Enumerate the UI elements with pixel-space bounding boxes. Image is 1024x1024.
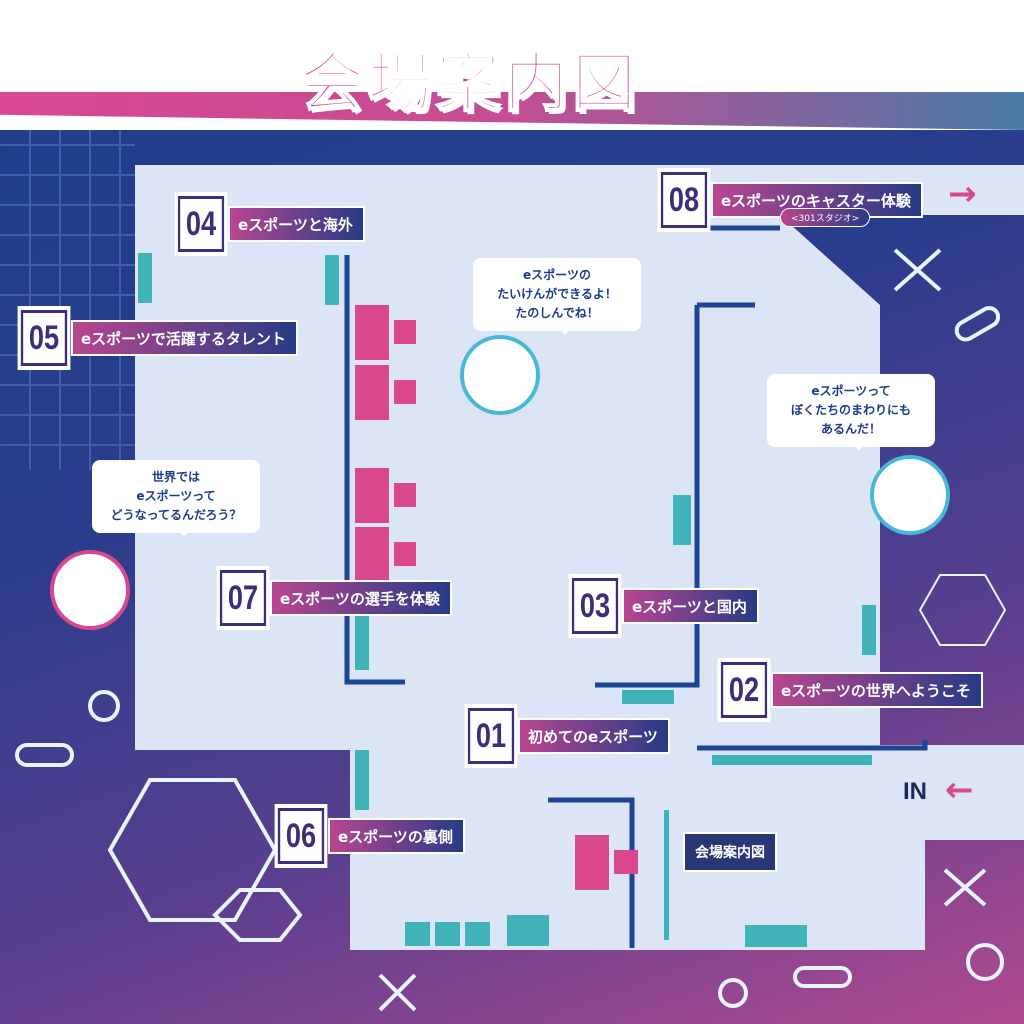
exhibit-number: 06	[274, 804, 328, 868]
arrow-right-icon: →	[948, 174, 977, 214]
exhibit-label: eスポーツの選手を体験	[270, 580, 452, 616]
walls	[344, 225, 928, 948]
exhibit-label: eスポーツと国内	[622, 588, 759, 624]
exhibit-label: eスポーツと海外	[228, 206, 365, 242]
grid-pattern	[0, 130, 135, 470]
guide-map-label: 会場案内図	[683, 832, 777, 872]
arrow-left-icon: ←	[945, 770, 974, 810]
mascot-character	[460, 335, 540, 415]
speech-bubble: eスポーツって ぼくたちのまわりにも あるんだ！	[767, 374, 935, 451]
exhibit-number: 03	[568, 574, 622, 638]
decor-shapes	[15, 248, 1007, 1012]
exhibit-number: 02	[717, 658, 771, 722]
exhibit-number: 04	[174, 192, 228, 256]
exhibit-number: 07	[216, 566, 270, 630]
speech-bubble: eスポーツの たいけんができるよ！ たのしんでね！	[473, 258, 641, 335]
exhibit-label: eスポーツで活躍するタレント	[71, 320, 298, 356]
mascot-character	[870, 455, 950, 535]
booths	[355, 305, 638, 890]
exhibit-label: 初めてのeスポーツ	[518, 718, 670, 754]
mascot-character	[50, 550, 130, 630]
exhibit-label: eスポーツの世界へようこそ	[771, 672, 983, 708]
exhibit-number: 05	[17, 306, 71, 370]
exhibit-number: 01	[464, 704, 518, 768]
entrance-label: IN	[903, 778, 927, 805]
speech-bubble: 世界では eスポーツって どうなってるんだろう？	[92, 460, 260, 537]
teal-fixtures	[138, 253, 876, 947]
page-title: 会場案内図	[299, 46, 640, 122]
exhibit-number: 08	[657, 168, 711, 232]
exhibit-label: eスポーツの裏側	[328, 818, 465, 854]
exhibit-08-location: <301スタジオ>	[780, 208, 871, 227]
